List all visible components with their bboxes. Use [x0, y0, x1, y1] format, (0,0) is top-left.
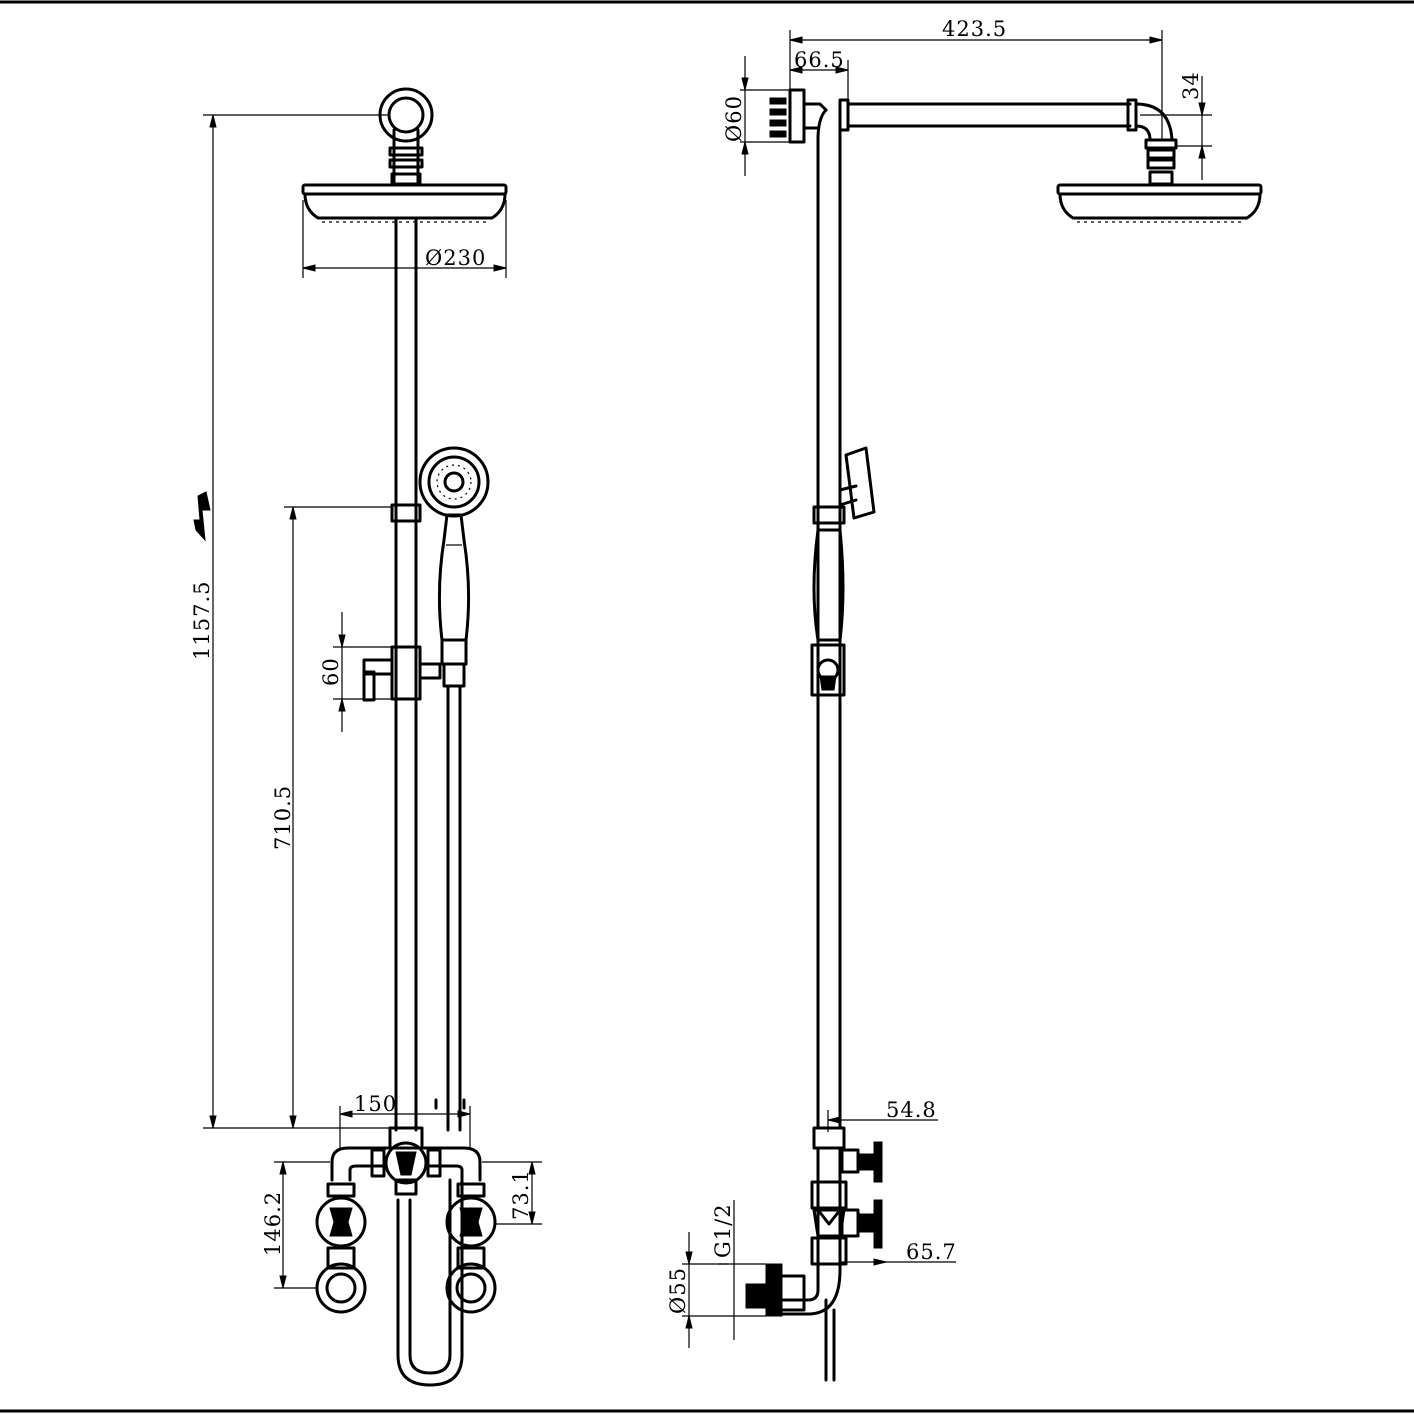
side-riser-pipe	[810, 108, 846, 1130]
orientation-arrow-icon	[193, 491, 211, 542]
front-mixer-valve	[330, 1126, 482, 1196]
dim-head-drop: 34	[1140, 71, 1212, 180]
dim-wall-flange: Ø60	[722, 56, 790, 176]
side-view: 423.5 66.5 Ø60 34	[666, 17, 1263, 1382]
wall-flange-label: Ø60	[722, 95, 746, 142]
dim-total-height: 1157.5	[190, 114, 392, 1129]
dim-slider-bracket: 60	[319, 612, 392, 732]
dim-arm-length: 423.5	[789, 17, 1163, 140]
inlet-centers-label: 150	[354, 1092, 397, 1116]
side-hand-shower	[838, 446, 876, 520]
front-hand-shower	[418, 446, 490, 688]
front-view: Ø230 1157.5 710.5 60	[190, 87, 542, 1387]
dim-rain-head-diameter: Ø230	[302, 200, 507, 278]
front-left-handle	[315, 1182, 367, 1314]
handle-projection-label: 65.7	[906, 1240, 957, 1264]
mixer-projection-label: 54.8	[886, 1098, 937, 1122]
inlet-thread-label: G1/2	[711, 1203, 735, 1258]
dim-inlet-flange: Ø55	[666, 1232, 728, 1348]
dim-valve-height: 146.2	[261, 1161, 330, 1289]
front-rain-head	[301, 183, 508, 223]
arm-length-label: 423.5	[942, 17, 1007, 41]
side-shower-arm	[769, 88, 1178, 186]
dim-mixer-projection: 54.8	[827, 1098, 938, 1132]
slider-bracket-label: 60	[319, 657, 343, 686]
side-rain-head	[1056, 183, 1263, 223]
dim-slider-height: 710.5	[271, 506, 392, 1129]
dim-inlet-centers: 150	[339, 1092, 471, 1150]
front-right-handle	[445, 1182, 497, 1314]
valve-offset-label: 73.1	[509, 1169, 533, 1220]
head-drop-label: 34	[1179, 71, 1203, 100]
slider-height-label: 710.5	[271, 785, 295, 850]
valve-height-label: 146.2	[261, 1191, 285, 1256]
side-mixer-valve	[778, 1126, 883, 1316]
rain-head-diameter-label: Ø230	[425, 246, 486, 270]
dim-valve-offset: 73.1	[482, 1161, 542, 1225]
dim-inlet-thread: G1/2	[711, 1200, 766, 1340]
inlet-flange-label: Ø55	[666, 1267, 690, 1314]
wall-offset-label: 66.5	[794, 48, 845, 72]
front-hose	[396, 684, 464, 1387]
front-top-bracket	[378, 87, 434, 186]
total-height-label: 1157.5	[190, 581, 214, 660]
front-riser-pipe	[362, 216, 442, 1132]
dim-wall-offset: 66.5	[789, 48, 849, 100]
dim-handle-projection: 65.7	[840, 1240, 957, 1266]
side-inlet-connection	[745, 1263, 836, 1382]
